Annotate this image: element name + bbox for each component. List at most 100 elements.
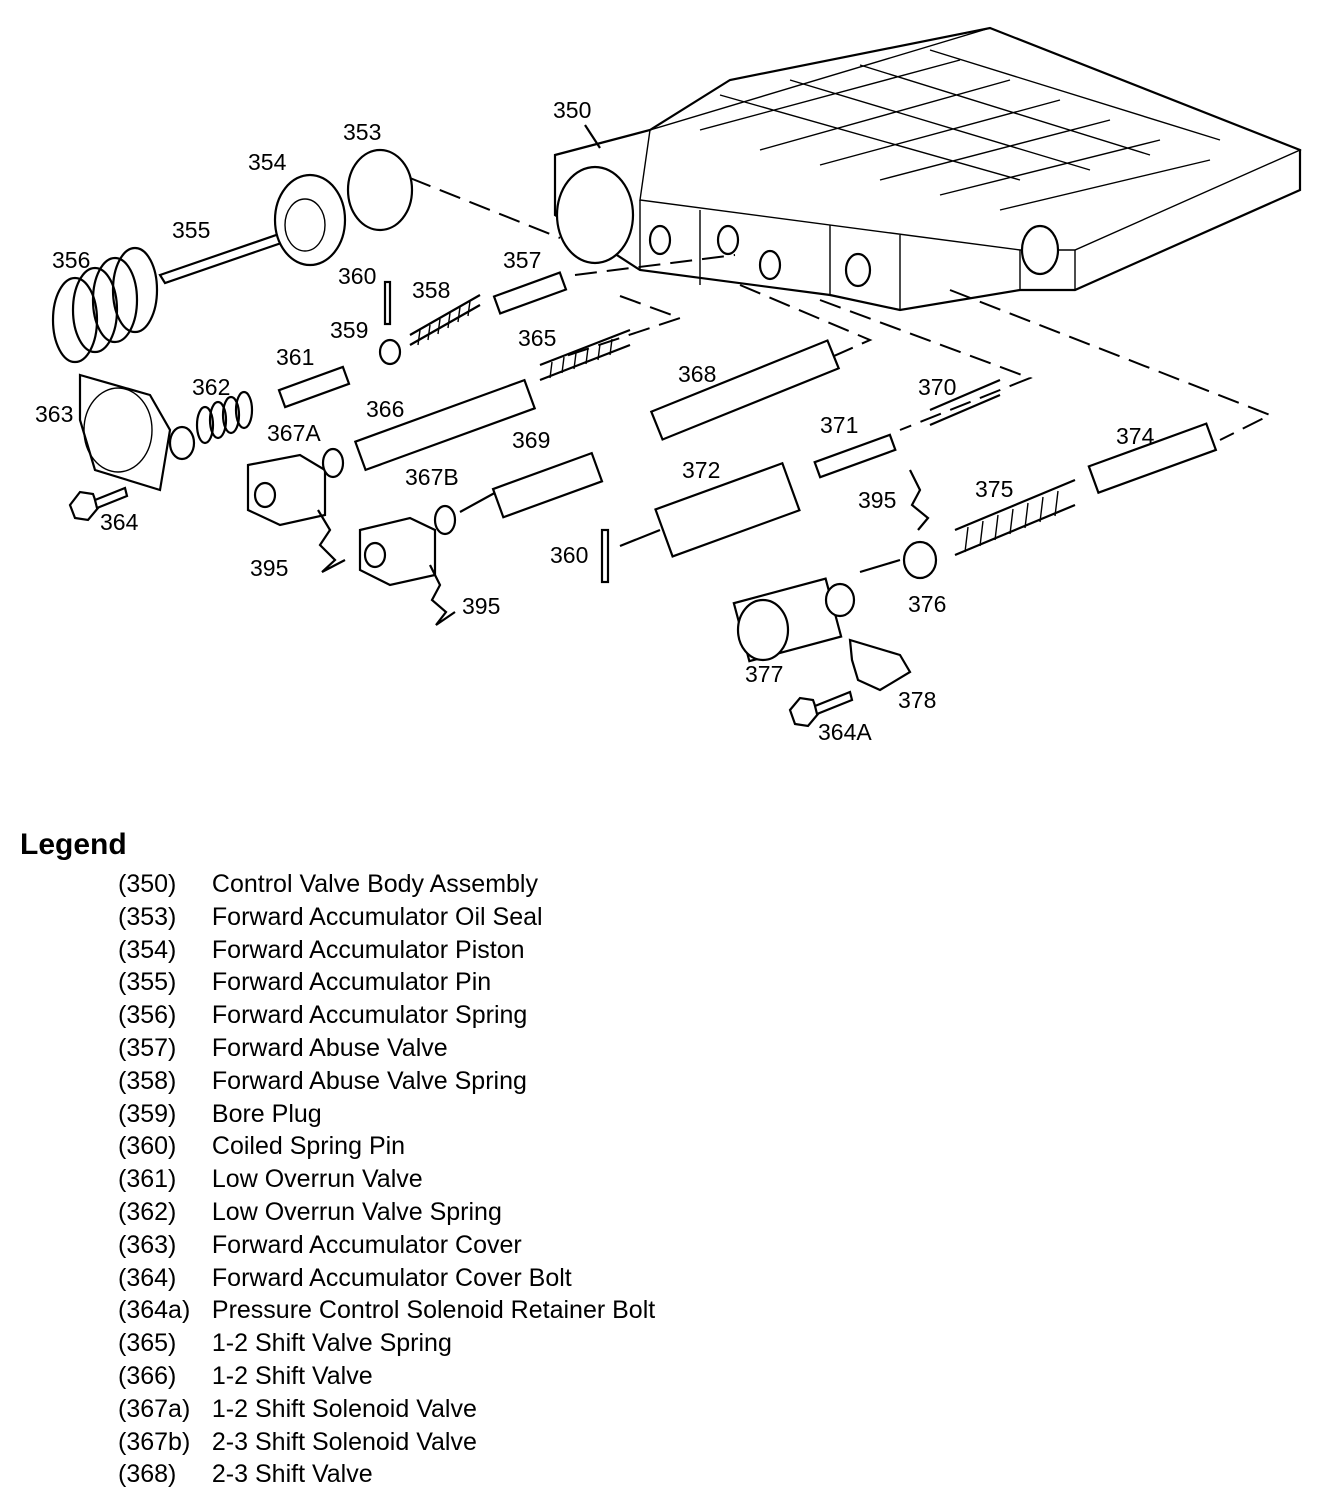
legend-item-code: (353) bbox=[118, 902, 177, 931]
legend-item-code: (366) bbox=[118, 1361, 177, 1390]
retainer-378 bbox=[848, 638, 912, 692]
shift-solenoid-367a bbox=[246, 447, 345, 527]
legend-item-label: Forward Accumulator Cover bbox=[211, 1230, 522, 1259]
legend-item-code: (363) bbox=[118, 1230, 177, 1259]
legend-item-code: (357) bbox=[118, 1033, 177, 1062]
callout-368: 368 bbox=[678, 361, 716, 387]
accumulator-oil-seal-353 bbox=[346, 148, 414, 232]
legend-item-code: (364) bbox=[118, 1263, 177, 1292]
callout-375: 375 bbox=[975, 476, 1013, 502]
legend-item-label: 1-2 Shift Valve Spring bbox=[211, 1329, 452, 1358]
legend-item-code: (368) bbox=[118, 1460, 177, 1489]
callout-372: 372 bbox=[682, 457, 720, 483]
valve-374 bbox=[1087, 422, 1218, 495]
legend-item-label: 1-2 Shift Solenoid Valve bbox=[211, 1394, 477, 1423]
sleeve-372 bbox=[654, 461, 801, 558]
coiled-spring-pin-360b bbox=[600, 528, 610, 584]
legend-item-code: (362) bbox=[118, 1197, 177, 1226]
callout-364a: 364A bbox=[818, 719, 872, 745]
callout-labels: 350 353 354 355 356 360 357 358 359 365 … bbox=[35, 97, 1155, 745]
callout-355: 355 bbox=[172, 217, 210, 243]
plug-376 bbox=[902, 540, 938, 580]
legend-item: (355) Forward Accumulator Pin bbox=[118, 966, 655, 999]
legend-item-code: (350) bbox=[118, 870, 177, 898]
callout-361: 361 bbox=[276, 344, 314, 370]
legend-item: (367a) 1-2 Shift Solenoid Valve bbox=[118, 1393, 655, 1426]
legend-item: (367b) 2-3 Shift Solenoid Valve bbox=[118, 1426, 655, 1459]
legend-item-code: (355) bbox=[118, 968, 177, 997]
abuse-valve-357 bbox=[492, 271, 568, 315]
legend-item-code: (356) bbox=[118, 1001, 177, 1030]
callout-374: 374 bbox=[1116, 423, 1155, 449]
retainer-clips-395 bbox=[317, 469, 930, 626]
legend-item: (364) Forward Accumulator Cover Bolt bbox=[118, 1262, 655, 1295]
legend-item-label: Forward Accumulator Pin bbox=[211, 968, 492, 997]
legend-item: (356) Forward Accumulator Spring bbox=[118, 999, 655, 1032]
legend-item: (363) Forward Accumulator Cover bbox=[118, 1229, 655, 1262]
legend-item-code: (359) bbox=[118, 1099, 177, 1128]
legend-item-code: (364a) bbox=[118, 1296, 191, 1325]
valve-369 bbox=[491, 451, 604, 519]
legend-item-label: Coiled Spring Pin bbox=[211, 1132, 406, 1161]
cover-bolt-364 bbox=[68, 486, 129, 522]
legend-item: (357) Forward Abuse Valve bbox=[118, 1032, 655, 1065]
solenoid-retainer-bolt-364a bbox=[788, 690, 854, 728]
accumulator-cover-363 bbox=[78, 373, 196, 492]
callout-370: 370 bbox=[918, 374, 956, 400]
legend-item-label: 2-3 Shift Solenoid Valve bbox=[211, 1427, 477, 1456]
shift-valve-spring-365 bbox=[539, 328, 631, 382]
callout-395-upper: 395 bbox=[858, 487, 896, 513]
legend-item: (359) Bore Plug bbox=[118, 1098, 655, 1131]
callout-350: 350 bbox=[553, 97, 591, 123]
bore-plug-359 bbox=[378, 338, 402, 366]
callout-377: 377 bbox=[745, 661, 783, 687]
control-valve-body-350 bbox=[553, 26, 1302, 312]
callout-395-left: 395 bbox=[250, 555, 288, 581]
shift-valve-366 bbox=[353, 378, 537, 472]
valve-371 bbox=[813, 433, 897, 479]
callout-367b: 367B bbox=[405, 464, 459, 490]
accumulator-piston-354 bbox=[273, 173, 347, 267]
callout-376: 376 bbox=[908, 591, 946, 617]
legend-item-code: (360) bbox=[118, 1132, 177, 1161]
callout-356: 356 bbox=[52, 247, 90, 273]
low-overrun-spring-362 bbox=[195, 390, 254, 445]
callout-357: 357 bbox=[503, 247, 541, 273]
legend-item-label: Control Valve Body Assembly bbox=[211, 870, 538, 898]
legend-item: (366) 1-2 Shift Valve bbox=[118, 1360, 655, 1393]
spring-370 bbox=[929, 378, 1001, 427]
legend-item-label: Forward Abuse Valve Spring bbox=[211, 1066, 527, 1095]
callout-360-lower: 360 bbox=[550, 542, 588, 568]
legend-item: (354) Forward Accumulator Piston bbox=[118, 934, 655, 967]
callout-362: 362 bbox=[192, 374, 230, 400]
legend-item-label: Low Overrun Valve Spring bbox=[211, 1197, 502, 1226]
legend-item: (350) Control Valve Body Assembly bbox=[118, 868, 655, 901]
legend-item: (358) Forward Abuse Valve Spring bbox=[118, 1065, 655, 1098]
callout-378: 378 bbox=[898, 687, 936, 713]
callout-369: 369 bbox=[512, 427, 550, 453]
legend-item: (353) Forward Accumulator Oil Seal bbox=[118, 901, 655, 934]
low-overrun-valve-361 bbox=[277, 365, 351, 409]
legend-item: (368) 2-3 Shift Valve bbox=[118, 1458, 655, 1491]
legend-item-label: Forward Accumulator Piston bbox=[211, 935, 525, 964]
callout-364: 364 bbox=[100, 509, 139, 535]
legend-item: (365) 1-2 Shift Valve Spring bbox=[118, 1327, 655, 1360]
legend-item: (362) Low Overrun Valve Spring bbox=[118, 1196, 655, 1229]
legend-list: (350) Control Valve Body Assembly(353) F… bbox=[118, 868, 655, 1491]
legend-title: Legend bbox=[20, 828, 127, 861]
legend-item-code: (354) bbox=[118, 935, 177, 964]
legend-item-code: (358) bbox=[118, 1066, 177, 1095]
legend-item-label: Forward Abuse Valve bbox=[211, 1033, 448, 1062]
callout-358: 358 bbox=[412, 277, 450, 303]
legend-item-label: Forward Accumulator Oil Seal bbox=[211, 902, 543, 931]
legend-item-label: 1-2 Shift Valve bbox=[211, 1361, 373, 1390]
shift-valve-368 bbox=[649, 339, 841, 441]
legend-item: (360) Coiled Spring Pin bbox=[118, 1130, 655, 1163]
legend-item-code: (367a) bbox=[118, 1394, 191, 1423]
callout-359: 359 bbox=[330, 317, 368, 343]
spring-375 bbox=[954, 478, 1076, 557]
legend-item: (361) Low Overrun Valve bbox=[118, 1163, 655, 1196]
legend-item-code: (367b) bbox=[118, 1427, 191, 1456]
legend-item-label: 2-3 Shift Valve bbox=[211, 1460, 373, 1489]
callout-366: 366 bbox=[366, 396, 404, 422]
